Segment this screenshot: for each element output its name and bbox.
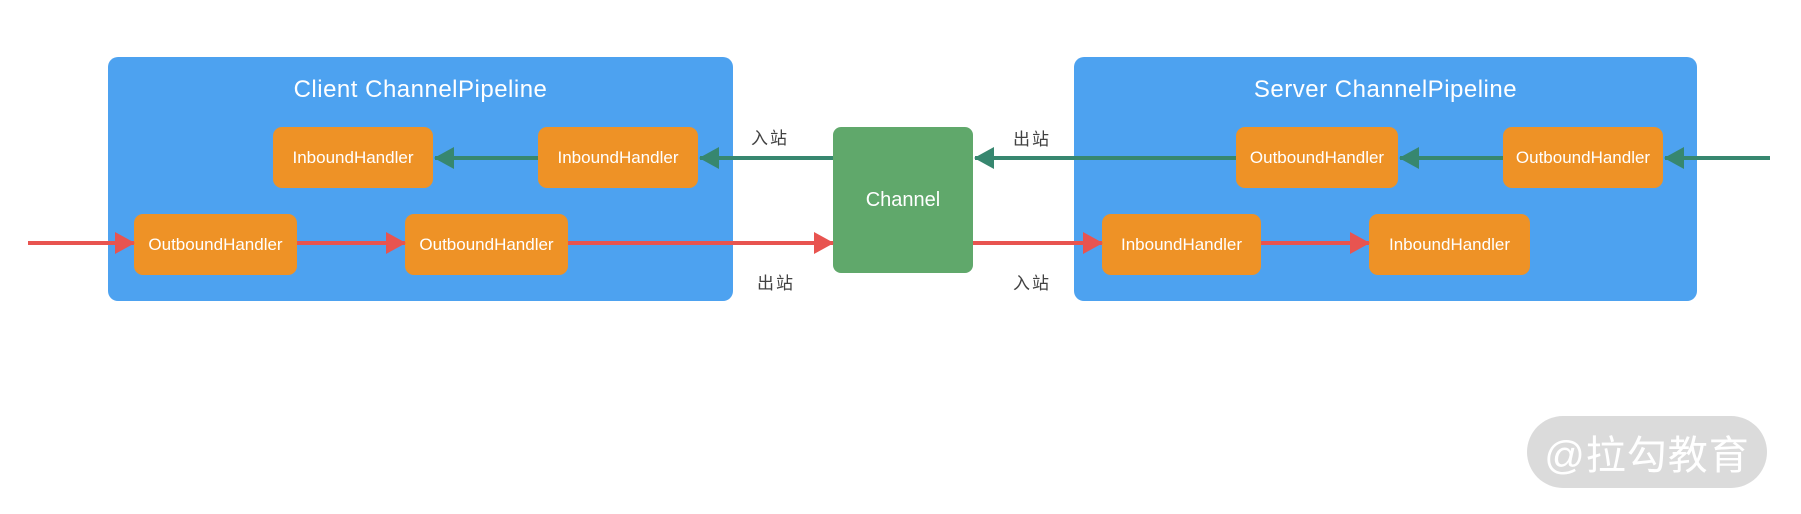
label-client-outbound: 出站 bbox=[757, 274, 795, 293]
arrowhead-right-icon bbox=[1083, 232, 1103, 254]
red-arrow-server-inbound1-to-inbound2 bbox=[1261, 232, 1370, 254]
channel-box: Channel bbox=[833, 127, 973, 273]
red-arrow-into-client-outbound1 bbox=[28, 232, 135, 254]
watermark-badge: @拉勾教育 bbox=[1527, 416, 1767, 488]
server-outbound-handler-2: OutboundHandler bbox=[1503, 127, 1663, 188]
label-server-outbound: 出站 bbox=[1013, 130, 1051, 149]
client-pipeline-title: Client ChannelPipeline bbox=[293, 76, 548, 103]
red-arrow-client-outbound-to-channel bbox=[568, 232, 834, 254]
channel-label: Channel bbox=[865, 188, 941, 211]
green-arrow-channel-to-client-inbound bbox=[699, 147, 833, 169]
green-arrow-into-server-handler2 bbox=[1664, 147, 1770, 169]
arrowhead-left-icon bbox=[974, 147, 994, 169]
server-outbound-handler-1: OutboundHandler bbox=[1236, 127, 1398, 188]
arrowhead-left-icon bbox=[699, 147, 719, 169]
arrowhead-left-icon bbox=[1664, 147, 1684, 169]
server-inbound-handler-2: InboundHandler bbox=[1369, 214, 1530, 275]
arrowhead-left-icon bbox=[1399, 147, 1419, 169]
arrowhead-right-icon bbox=[115, 232, 135, 254]
label-server-inbound: 入站 bbox=[1013, 274, 1051, 293]
server-pipeline-title: Server ChannelPipeline bbox=[1253, 76, 1518, 103]
green-arrow-server-outbound-to-channel bbox=[974, 147, 1236, 169]
server-inbound-handler-1: InboundHandler bbox=[1102, 214, 1261, 275]
client-inbound-handler-2: InboundHandler bbox=[538, 127, 698, 188]
green-arrow-client-handler2-to-handler1 bbox=[434, 147, 538, 169]
green-arrow-server-handler2-to-handler1 bbox=[1399, 147, 1503, 169]
arrowhead-right-icon bbox=[386, 232, 406, 254]
red-arrow-channel-to-server-inbound bbox=[973, 232, 1103, 254]
watermark-text: @拉勾教育 bbox=[1544, 434, 1750, 478]
arrowhead-right-icon bbox=[814, 232, 834, 254]
label-client-inbound: 入站 bbox=[751, 129, 789, 148]
client-inbound-handler-1: InboundHandler bbox=[273, 127, 433, 188]
arrowhead-right-icon bbox=[1350, 232, 1370, 254]
client-outbound-handler-2: OutboundHandler bbox=[405, 214, 568, 275]
red-arrow-client-outbound1-to-outbound2 bbox=[297, 232, 406, 254]
client-outbound-handler-1: OutboundHandler bbox=[134, 214, 297, 275]
arrowhead-left-icon bbox=[434, 147, 454, 169]
